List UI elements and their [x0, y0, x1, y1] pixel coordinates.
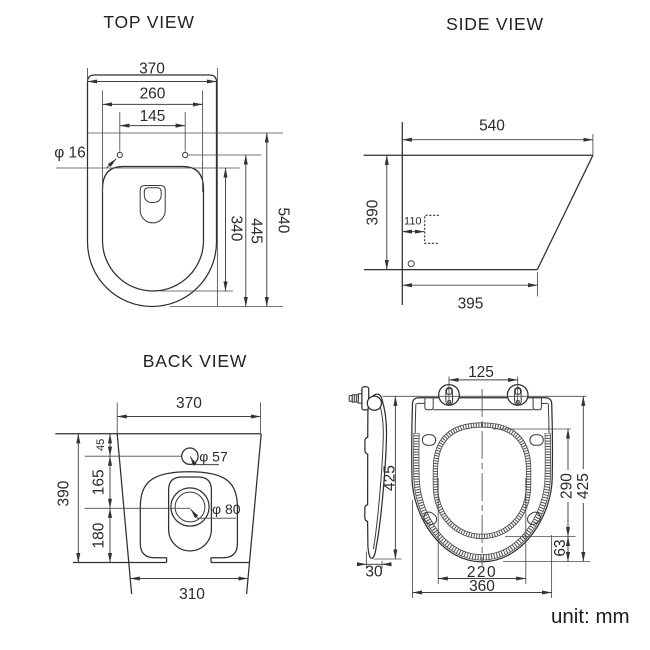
bumper-bottom-right — [526, 511, 541, 525]
top-view-drain-inner — [143, 187, 162, 203]
label-390-back: 390 — [56, 480, 73, 506]
seat-pocket-left — [424, 398, 434, 411]
back-view: BACK VIEW 370 390 45 165 180 — [55, 351, 262, 603]
label-260: 260 — [140, 86, 166, 103]
seat-outer-band-inner-edge — [418, 433, 546, 556]
back-view-trapway-outline — [167, 476, 213, 552]
bumper-top-right — [529, 434, 544, 446]
label-370-back: 370 — [176, 395, 202, 412]
label-220: 220 — [467, 564, 497, 581]
bumper-top-left — [421, 434, 437, 446]
label-390-side: 390 — [365, 199, 382, 225]
back-view-outlet-outer — [170, 487, 210, 527]
label-63: 63 — [552, 539, 569, 556]
side-view-hole — [407, 260, 415, 268]
back-view-left-slant — [116, 433, 133, 595]
label-30: 30 — [365, 564, 383, 581]
top-view-drain-outer — [139, 185, 166, 224]
label-110: 110 — [404, 216, 422, 228]
label-360: 360 — [469, 578, 495, 595]
label-45: 45 — [95, 439, 107, 451]
label-180: 180 — [91, 522, 108, 548]
leader-hole-diameter — [106, 158, 117, 169]
profile-outline — [364, 393, 388, 559]
unit-note: unit: mm — [551, 605, 630, 628]
seat-view: 125 425 30 290 425 63 220 360 — [348, 364, 592, 598]
back-view-inlet-hole — [181, 447, 199, 466]
seat-pocket-right — [532, 398, 542, 411]
label-425-profile: 425 — [381, 465, 398, 491]
label-340: 340 — [228, 216, 245, 242]
halo-425-seat — [576, 469, 591, 503]
side-view-front-slant — [536, 155, 594, 270]
label-phi57: φ 57 — [199, 448, 228, 464]
back-view-recess-arch — [139, 471, 239, 563]
back-view-right-slant — [245, 433, 262, 595]
seat-inner-edge-left — [414, 403, 417, 434]
side-view: SIDE VIEW 540 390 110 395 — [363, 14, 594, 313]
top-view-left-fixing-hole — [116, 151, 123, 159]
profile-inner-line — [372, 400, 384, 550]
back-view-outlet-inner — [174, 491, 206, 523]
label-125: 125 — [468, 364, 494, 381]
label-290: 290 — [559, 473, 576, 499]
label-425-seat: 425 — [575, 473, 592, 499]
top-view: TOP VIEW 370 260 145 φ 16 — [54, 12, 291, 308]
hinge-knuckle — [366, 395, 383, 411]
halo-290 — [559, 470, 575, 502]
label-540: 540 — [274, 208, 291, 234]
seat-top-view — [411, 383, 554, 566]
label-310: 310 — [179, 586, 205, 603]
label-445: 445 — [248, 218, 265, 244]
label-phi80: φ 80 — [212, 501, 241, 517]
top-view-title: TOP VIEW — [103, 12, 194, 32]
seat-inner-edge-right — [547, 403, 550, 434]
leader-outlet — [190, 508, 236, 519]
label-phi16: φ 16 — [54, 145, 86, 162]
bumper-bottom-left — [423, 511, 438, 525]
leader-inlet — [189, 456, 219, 466]
label-145: 145 — [140, 108, 166, 125]
label-370: 370 — [139, 61, 165, 78]
top-view-right-fixing-hole — [182, 151, 189, 159]
side-view-title: SIDE VIEW — [446, 14, 544, 34]
label-540-side: 540 — [479, 118, 505, 135]
seat-side-profile — [348, 386, 388, 559]
label-165: 165 — [91, 469, 108, 495]
side-view-bracket — [424, 214, 439, 245]
label-395: 395 — [458, 296, 484, 313]
back-view-title: BACK VIEW — [143, 351, 247, 371]
